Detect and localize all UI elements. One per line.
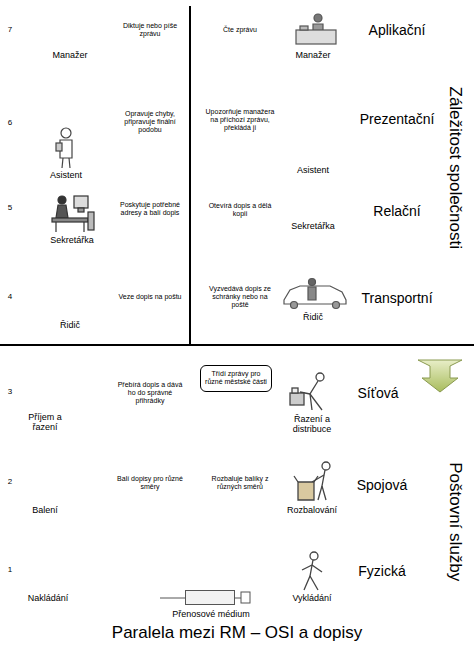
role-name: Rozbalování (276, 505, 348, 515)
layer-number: 7 (2, 25, 18, 34)
role-name: Řidič (40, 320, 100, 330)
layer-name: Aplikační (356, 22, 438, 38)
role-name: Vykládání (280, 593, 344, 603)
down-arrow (418, 360, 462, 392)
unloading-icon (302, 552, 322, 590)
box-text: Třídí zprávy pro různé městské části (201, 366, 271, 390)
layer-name: Spojová (349, 477, 415, 493)
role-name: Sekretářka (40, 235, 104, 245)
role-task: Balí dopisy pro různé směry (115, 475, 185, 491)
role-task: Veze dopis na poštu (115, 293, 185, 301)
role-name: Sekretářka (281, 221, 345, 231)
assistant-icon (56, 128, 72, 168)
role-name: Příjem a řazení (17, 412, 73, 433)
role-name: Nakládání (16, 593, 80, 603)
role-task: Diktuje nebo píše zprávu (119, 22, 181, 38)
role-name: Řazení a distribuce (276, 414, 348, 435)
layer-name: Transportní (354, 290, 440, 306)
layer-number: 5 (2, 203, 18, 212)
layer-name: Prezentační (354, 111, 440, 127)
sorting-icon (290, 373, 324, 410)
role-name: Řidič (283, 312, 343, 322)
role-name: Asistent (36, 170, 96, 180)
box-caption: Přenosové médium (166, 609, 256, 619)
role-task: Otevírá dopis a dělá kopii (205, 202, 275, 218)
sorting-box: Třídí zprávy pro různé městské části (200, 365, 272, 392)
medium-rect: Přenosové médium (185, 590, 235, 605)
diagram-title: Paralela mezi RM – OSI a dopisy (7, 623, 467, 643)
layer-name: Síťová (348, 385, 408, 401)
secretary-icon (52, 196, 94, 232)
role-name: Balení (17, 505, 73, 515)
layer-number: 3 (2, 387, 18, 396)
layer-number: 2 (2, 477, 18, 486)
role-task: Čte zprávu (205, 26, 275, 34)
role-name: Manažer (283, 50, 343, 60)
role-name: Asistent (283, 165, 343, 175)
car-icon (284, 279, 346, 309)
manager-icon (296, 14, 336, 44)
unpacking-icon (294, 462, 330, 500)
layer-name: Fyzická (349, 563, 415, 579)
role-task: Rozbaluje balíky z různých směrů (205, 475, 275, 491)
side-heading: Záležitost společnosti (445, 33, 465, 303)
role-task: Přebírá dopis a dává ho do správné přihr… (117, 381, 183, 405)
layer-name: Relační (356, 203, 438, 219)
layer-number: 1 (2, 565, 18, 574)
role-name: Manažer (40, 50, 100, 60)
role-task: Vyzvedává dopis ze schránky nebo na pošt… (203, 285, 277, 309)
divider-lines (0, 6, 474, 345)
side-heading: Poštovní služby (445, 432, 465, 612)
layer-number: 6 (2, 118, 18, 127)
layer-number: 4 (2, 292, 18, 301)
role-task: Poskytuje potřebné adresy a balí dopis (115, 201, 185, 217)
role-task: Upozorňuje manažera na příchozí zprávu, … (205, 108, 275, 132)
role-task: Opravuje chyby, připravuje finální podob… (113, 110, 187, 134)
